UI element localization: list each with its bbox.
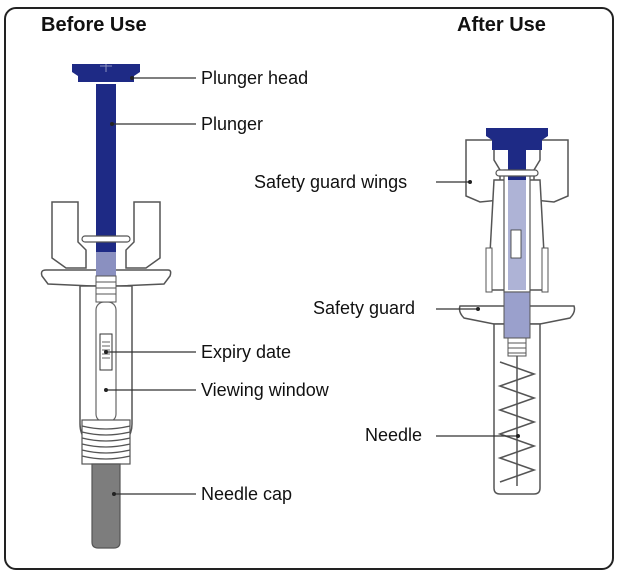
before-use-heading: Before Use	[41, 14, 147, 36]
label-plunger: Plunger	[201, 114, 264, 134]
label-safety-guard-wings: Safety guard wings	[254, 172, 408, 192]
diagram-frame	[4, 7, 614, 570]
before-plunger-head	[72, 64, 140, 82]
callout-lines	[106, 77, 518, 495]
label-needle-cap: Needle cap	[201, 484, 293, 504]
after-plunger-head	[486, 128, 548, 150]
needle-cap-shape	[91, 463, 121, 549]
label-viewing-window: Viewing window	[201, 380, 329, 400]
before-plunger-rod	[96, 84, 116, 272]
label-plunger-head: Plunger head	[201, 68, 309, 88]
before-right-wing	[125, 201, 161, 269]
label-expiry-date: Expiry date	[201, 342, 292, 362]
after-use-heading: After Use	[457, 14, 546, 36]
after-use-syringe	[458, 128, 576, 495]
label-safety-guard: Safety guard	[313, 298, 416, 318]
label-needle: Needle	[365, 425, 423, 445]
before-left-wing	[51, 201, 87, 269]
before-use-syringe	[40, 64, 172, 549]
callout-dots	[104, 76, 520, 496]
needle-spring	[497, 361, 537, 483]
